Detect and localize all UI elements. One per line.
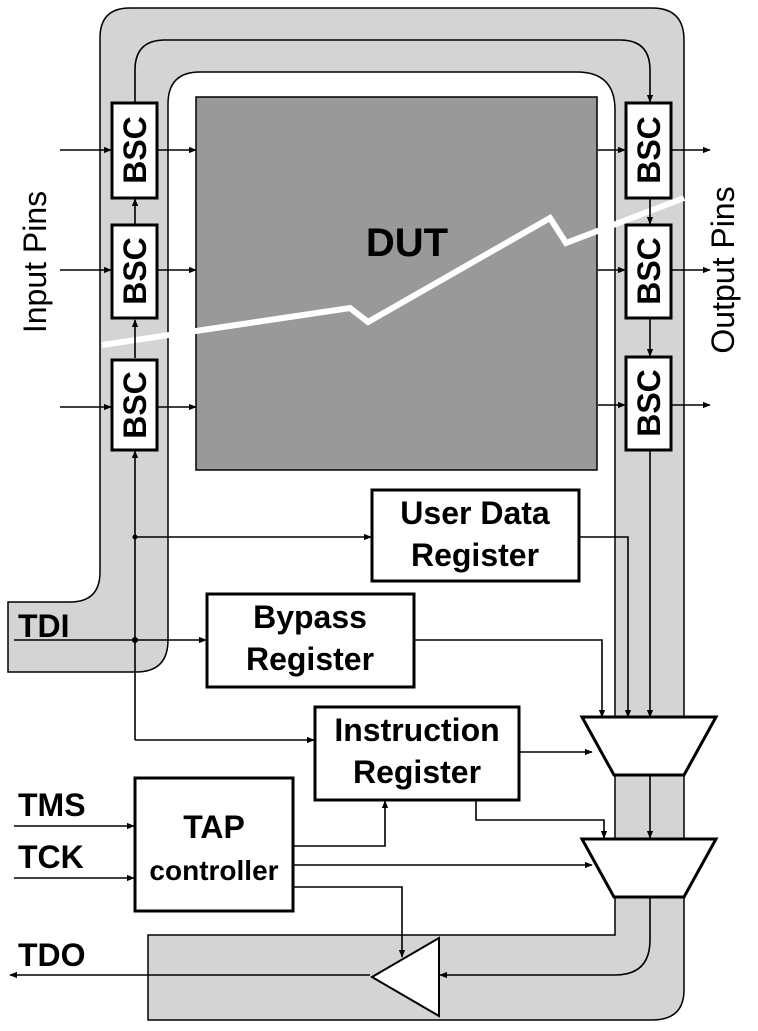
signal-wires — [9, 39, 711, 979]
output-bsc-cell-2: BSC — [624, 223, 673, 320]
bypass-register: Bypass Register — [205, 592, 416, 689]
tdo-buffer — [370, 936, 440, 1018]
dut-block — [195, 96, 598, 471]
dut-label: DUT — [366, 221, 448, 265]
input-pins-label: Input Pins — [17, 191, 53, 333]
tap-controller: TAP controller — [133, 776, 295, 913]
svg-text:BSC: BSC — [117, 371, 153, 439]
svg-text:Bypass: Bypass — [253, 599, 367, 635]
svg-text:Register: Register — [353, 754, 481, 790]
svg-text:Instruction: Instruction — [334, 712, 499, 748]
svg-text:Register: Register — [411, 537, 539, 573]
user-data-register: User Data Register — [370, 488, 581, 583]
input-bsc-cell-3: BSC — [110, 358, 159, 452]
input-bsc-cell-1: BSC — [110, 101, 159, 200]
instruction-register: Instruction Register — [313, 705, 521, 802]
tck-label: TCK — [18, 839, 84, 875]
svg-text:controller: controller — [149, 855, 278, 886]
svg-text:BSC: BSC — [117, 237, 153, 305]
output-bsc-cell-3: BSC — [624, 355, 673, 452]
output-bsc-cell-1: BSC — [624, 101, 673, 200]
svg-text:BSC: BSC — [631, 237, 667, 305]
tms-label: TMS — [18, 787, 86, 823]
svg-text:TAP: TAP — [183, 809, 245, 845]
input-bsc-cell-2: BSC — [110, 223, 159, 320]
output-pins-label: Output Pins — [705, 186, 741, 353]
tdi-label: TDI — [18, 608, 70, 644]
svg-text:BSC: BSC — [631, 116, 667, 184]
svg-text:BSC: BSC — [631, 369, 667, 437]
svg-text:BSC: BSC — [117, 116, 153, 184]
tdo-label: TDO — [18, 937, 86, 973]
break-line — [101, 195, 686, 348]
output-mux-2 — [579, 837, 719, 899]
output-mux-1 — [579, 715, 719, 777]
svg-text:User Data: User Data — [400, 495, 550, 531]
svg-text:Register: Register — [246, 641, 374, 677]
scan-path-band — [7, 7, 685, 1021]
